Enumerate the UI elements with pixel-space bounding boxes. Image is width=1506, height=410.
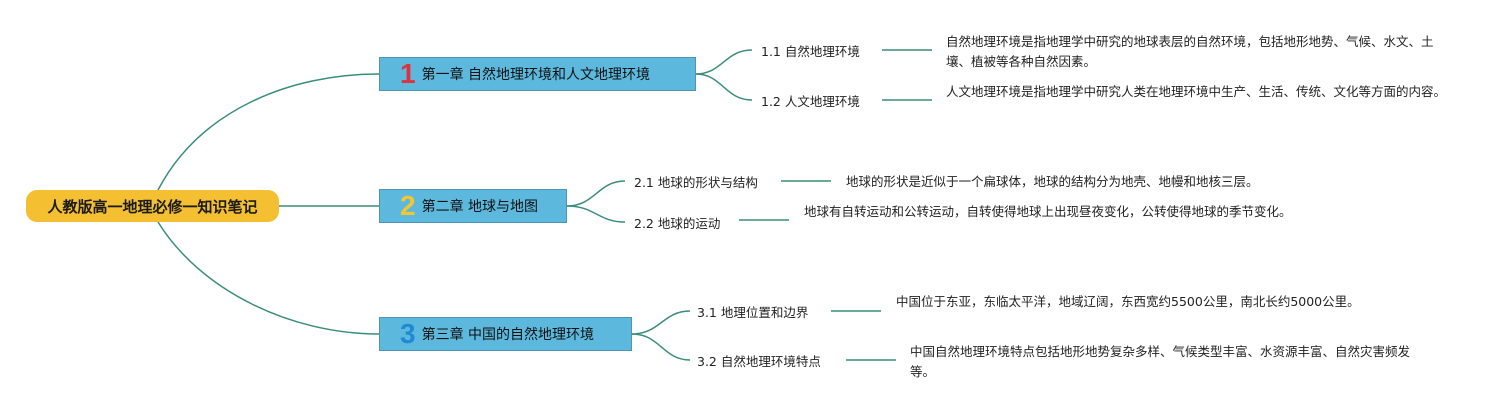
connector-root-ch3 bbox=[157, 221, 380, 335]
chapter-1-node[interactable]: 1 第一章 自然地理环境和人文地理环境 bbox=[379, 57, 696, 91]
topic-3-2[interactable]: 3.2 自然地理环境特点 bbox=[697, 351, 821, 370]
topic-3-1-label: 3.1 地理位置和边界 bbox=[697, 305, 809, 320]
topic-2-2[interactable]: 2.2 地球的运动 bbox=[634, 213, 720, 232]
root-title: 人教版高一地理必修一知识笔记 bbox=[47, 197, 258, 216]
topic-2-2-label: 2.2 地球的运动 bbox=[634, 216, 721, 231]
topic-3-2-description: 中国自然地理环境特点包括地形地势复杂多样、气候类型丰富、水资源丰富、自然灾害频发… bbox=[910, 344, 1411, 379]
connector-root-ch1 bbox=[157, 73, 380, 191]
topic-1-1[interactable]: 1.1 自然地理环境 bbox=[761, 41, 860, 60]
topic-2-1[interactable]: 2.1 地球的形状与结构 bbox=[634, 172, 758, 191]
topic-2-1-description: 地球的形状是近似于一个扁球体，地球的结构分为地壳、地幔和地核三层。 bbox=[846, 174, 1259, 189]
connector-ch3-t1 bbox=[631, 310, 691, 335]
chapter-2-title: 第二章 地球与地图 bbox=[421, 199, 539, 215]
topic-3-1[interactable]: 3.1 地理位置和边界 bbox=[697, 302, 808, 321]
number-2-icon: 2 bbox=[400, 190, 416, 221]
topic-3-1-description: 中国位于东亚，东临太平洋，地域辽阔，东西宽约5500公里，南北长约5000公里。 bbox=[896, 294, 1360, 309]
chapter-3-node[interactable]: 3 第三章 中国的自然地理环境 bbox=[379, 317, 632, 351]
connector-ch1-t1 bbox=[695, 49, 753, 75]
connector-ch2-t2 bbox=[566, 205, 626, 223]
topic-1-2-label: 1.2 人文地理环境 bbox=[761, 94, 860, 109]
chapter-1-title: 第一章 自然地理环境和人文地理环境 bbox=[421, 67, 651, 83]
topic-1-1-description: 自然地理环境是指地理学中研究的地球表层的自然环境，包括地形地势、气候、水文、土壤… bbox=[946, 34, 1434, 69]
topic-1-2-description: 人文地理环境是指地理学中研究人类在地理环境中生产、生活、传统、文化等方面的内容。 bbox=[946, 84, 1447, 99]
topic-3-2-label: 3.2 自然地理环境特点 bbox=[697, 354, 821, 369]
topic-1-1-label: 1.1 自然地理环境 bbox=[761, 44, 860, 59]
topic-1-2[interactable]: 1.2 人文地理环境 bbox=[761, 91, 860, 110]
number-3-icon: 3 bbox=[400, 318, 416, 349]
number-1-icon: 1 bbox=[400, 58, 416, 89]
chapter-2-node[interactable]: 2 第二章 地球与地图 bbox=[379, 189, 567, 223]
connector-ch1-t2 bbox=[695, 73, 753, 101]
root-topic[interactable]: 人教版高一地理必修一知识笔记 bbox=[26, 190, 279, 222]
topic-2-2-description: 地球有自转运动和公转运动，自转使得地球上出现昼夜变化，公转使得地球的季节变化。 bbox=[804, 204, 1292, 219]
connector-ch2-t1 bbox=[566, 180, 626, 207]
chapter-3-title: 第三章 中国的自然地理环境 bbox=[421, 327, 595, 343]
connector-ch3-t2 bbox=[631, 333, 691, 361]
topic-2-1-label: 2.1 地球的形状与结构 bbox=[634, 175, 758, 190]
